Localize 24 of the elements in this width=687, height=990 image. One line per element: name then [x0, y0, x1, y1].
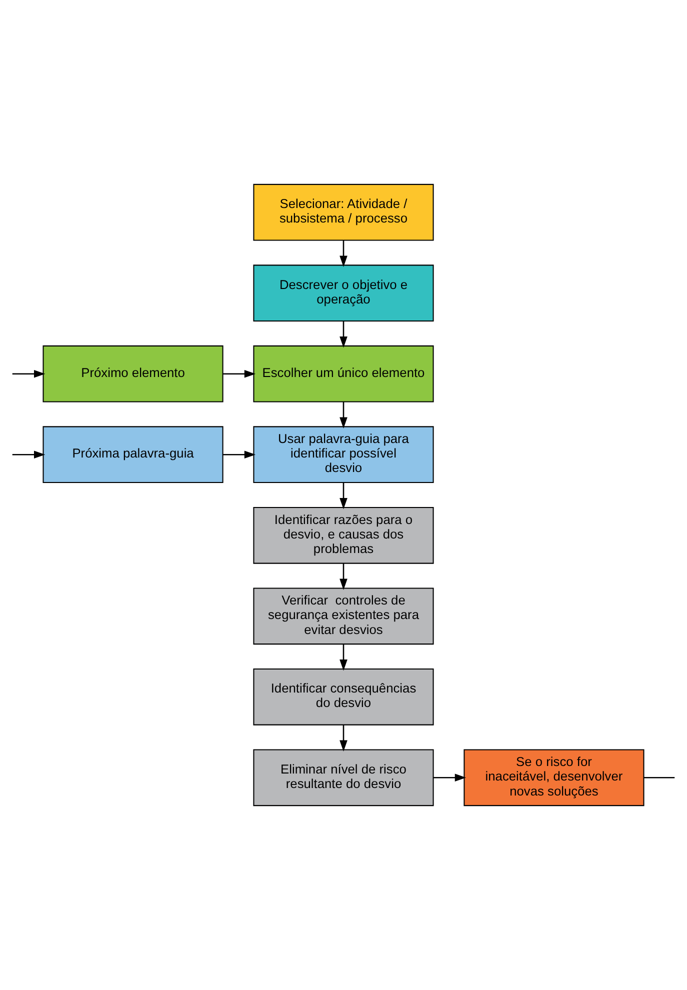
arrow	[340, 402, 348, 428]
arrow	[434, 774, 466, 782]
arrow	[340, 321, 348, 348]
node-box: Verificar controles de segurança existentes para evitar desvios	[253, 588, 434, 645]
node-box: Escolher um único elemento	[253, 345, 434, 402]
node-box: Próxima palavra-guia	[42, 426, 224, 484]
node-box: Se o risco for inaceitável, desenvolver novas soluções	[464, 749, 644, 806]
node-box: Próximo elemento	[42, 345, 224, 402]
node-box: Identificar consequências do desvio	[253, 668, 434, 726]
node-box: Identificar razões para o desvio, e causas dos problemas	[253, 506, 434, 564]
node-box: Eliminar nível de risco resultante do desvio	[253, 749, 434, 806]
arrow	[340, 563, 348, 590]
arrow	[340, 724, 348, 752]
arrow	[12, 370, 46, 378]
arrow	[223, 370, 256, 378]
arrow	[340, 644, 348, 671]
node-box: Selecionar: Atividade / subsistema / processo	[253, 184, 434, 241]
node-box: Usar palavra-guia para identificar possível desvio	[253, 426, 434, 484]
arrow	[340, 240, 348, 267]
node-box: Descrever o objetivo e operação	[253, 264, 434, 322]
arrow	[340, 482, 348, 510]
connector	[644, 777, 675, 778]
arrow	[12, 450, 46, 459]
arrow	[223, 450, 256, 459]
